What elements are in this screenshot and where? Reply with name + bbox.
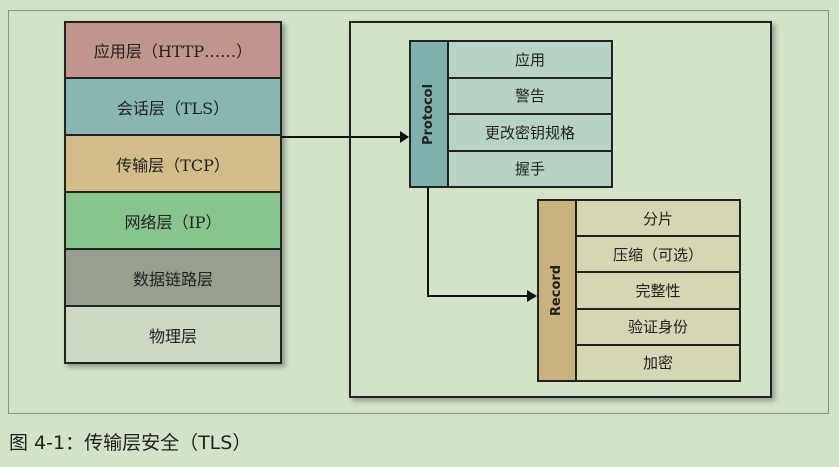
record-item: 加密	[642, 354, 673, 373]
record-box: Record 分片 压缩（可选） 完整性 验证身份 加密	[537, 199, 741, 382]
protocol-to-record-line	[427, 188, 527, 297]
record-label-bar: Record	[539, 201, 577, 380]
arrowhead-icon	[400, 131, 409, 143]
protocol-box: Protocol 应用 警告 更改密钥规格 握手	[409, 40, 613, 188]
protocol-label-bar: Protocol	[411, 42, 449, 186]
figure-frame	[8, 10, 829, 414]
osi-layer-stack: 应用层（HTTP……） 会话层（TLS） 传输层（TCP） 网络层（IP） 数据…	[64, 21, 282, 364]
record-item: 压缩（可选）	[577, 237, 739, 274]
layer-transport: 传输层（TCP）	[64, 136, 282, 193]
record-item: 完整性	[577, 273, 739, 310]
record-item: 验证身份	[577, 310, 739, 346]
record-item: 分片	[577, 201, 739, 238]
record-items: 分片 压缩（可选） 完整性 验证身份 加密	[577, 201, 739, 380]
protocol-item: 应用	[449, 42, 611, 79]
figure-caption: 图 4-1：传输层安全（TLS）	[9, 432, 252, 454]
tls-detail-box	[349, 21, 772, 398]
layer-application: 应用层（HTTP……）	[64, 21, 282, 79]
layer-session: 会话层（TLS）	[64, 79, 282, 136]
layer-physical: 物理层	[64, 307, 282, 364]
protocol-items: 应用 警告 更改密钥规格 握手	[449, 42, 611, 186]
protocol-item: 更改密钥规格	[449, 115, 611, 152]
layer-network: 网络层（IP）	[64, 193, 282, 250]
protocol-item: 警告	[449, 79, 611, 115]
protocol-item: 握手	[514, 160, 545, 179]
layer-data-link: 数据链路层	[64, 250, 282, 307]
arrowhead-icon	[527, 290, 537, 302]
